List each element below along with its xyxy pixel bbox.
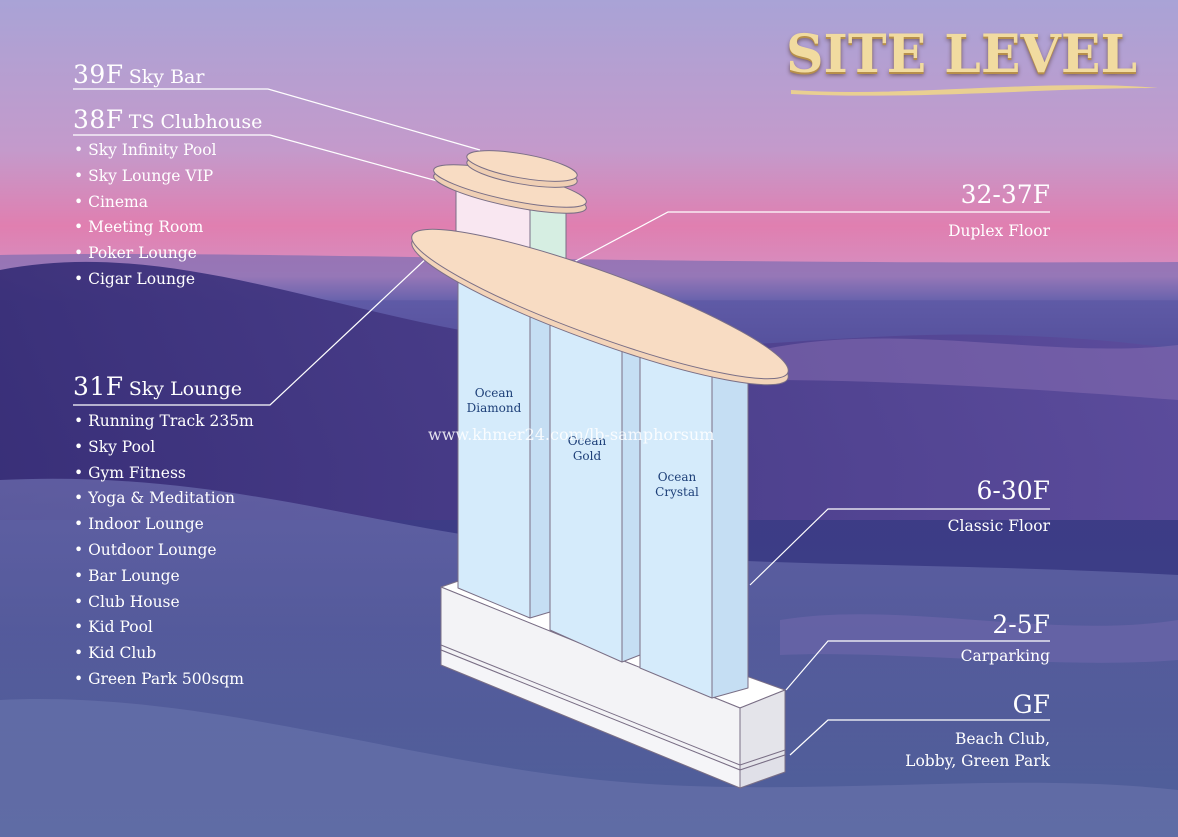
leader-32-37f bbox=[554, 211, 1050, 273]
list-item: Sky Infinity Pool bbox=[74, 138, 216, 164]
floor-2-5f-number: 2-5F bbox=[992, 610, 1050, 639]
floor-gf-desc-line2: Lobby, Green Park bbox=[905, 752, 1050, 770]
list-item: Kid Club bbox=[74, 641, 254, 667]
tower-label-line: Ocean bbox=[657, 470, 697, 484]
title-swoosh bbox=[791, 85, 1158, 96]
floor-6-30f-number: 6-30F bbox=[976, 476, 1050, 505]
tower-label-line: Diamond bbox=[466, 401, 522, 415]
leader-39f bbox=[73, 88, 481, 151]
sky-deck bbox=[411, 228, 789, 380]
list-item: Outdoor Lounge bbox=[74, 538, 254, 564]
leader-38f bbox=[73, 134, 471, 191]
page-title: SITE LEVEL bbox=[786, 24, 1138, 85]
list-item: Sky Pool bbox=[74, 435, 254, 461]
list-item: Indoor Lounge bbox=[74, 512, 254, 538]
floor-38f-amenities: Sky Infinity Pool Sky Lounge VIP Cinema … bbox=[74, 138, 217, 293]
floor-31f-amenities: Running Track 235m Sky Pool Gym Fitness … bbox=[74, 409, 254, 693]
floor-39f-label: 39F Sky Bar bbox=[73, 60, 204, 89]
floor-name: Sky Lounge bbox=[128, 378, 243, 400]
tower-label-line: Ocean bbox=[474, 386, 514, 400]
tower-crystal bbox=[639, 344, 713, 699]
floor-gf-number: GF bbox=[1012, 690, 1050, 719]
list-item: Cigar Lounge bbox=[74, 267, 217, 293]
list-item: Kid Pool bbox=[74, 615, 254, 641]
list-item: Bar Lounge bbox=[74, 564, 254, 590]
tower-label-line: Ocean bbox=[567, 434, 607, 448]
tower-label-line: Gold bbox=[572, 449, 602, 463]
tower-label-diamond: Ocean Diamond bbox=[460, 386, 528, 416]
tower-label-crystal: Ocean Crystal bbox=[643, 470, 711, 500]
list-item: Cinema bbox=[74, 190, 217, 216]
floor-32-37f-desc: Duplex Floor bbox=[948, 222, 1050, 240]
list-item: Meeting Room bbox=[74, 215, 217, 241]
list-item: Running Track 235m bbox=[74, 409, 254, 435]
list-item: Gym Fitness bbox=[74, 461, 254, 487]
floor-32-37f-number: 32-37F bbox=[960, 180, 1050, 209]
floor-gf-desc-line1: Beach Club, bbox=[954, 730, 1050, 748]
tower-gold bbox=[549, 309, 623, 663]
floor-2-5f-desc: Carparking bbox=[960, 647, 1050, 665]
tower-diamond bbox=[457, 269, 531, 619]
floor-number: 38F bbox=[73, 105, 124, 134]
list-item: Sky Lounge VIP bbox=[74, 164, 217, 190]
list-item: Green Park 500sqm bbox=[74, 667, 254, 693]
floor-number: 31F bbox=[73, 372, 124, 401]
floor-number: 39F bbox=[73, 60, 124, 89]
leader-2-5f bbox=[785, 640, 1050, 691]
leader-6-30f bbox=[749, 508, 1050, 586]
leader-gf bbox=[789, 719, 1050, 756]
floor-38f-label: 38F TS Clubhouse bbox=[73, 105, 262, 134]
list-item: Poker Lounge bbox=[74, 241, 217, 267]
floor-name: TS Clubhouse bbox=[128, 111, 263, 133]
leader-31f bbox=[73, 254, 431, 406]
tower-label-line: Crystal bbox=[655, 485, 699, 499]
list-item: Yoga & Meditation bbox=[74, 486, 254, 512]
floor-31f-label: 31F Sky Lounge bbox=[73, 372, 242, 401]
tower-label-gold: Ocean Gold bbox=[553, 434, 621, 464]
watermark: www.khmer24.com/lb-samphorsum bbox=[428, 425, 715, 444]
sky-bar-disk bbox=[466, 150, 578, 182]
floor-name: Sky Bar bbox=[128, 66, 205, 88]
floor-6-30f-desc: Classic Floor bbox=[947, 517, 1050, 535]
list-item: Club House bbox=[74, 590, 254, 616]
